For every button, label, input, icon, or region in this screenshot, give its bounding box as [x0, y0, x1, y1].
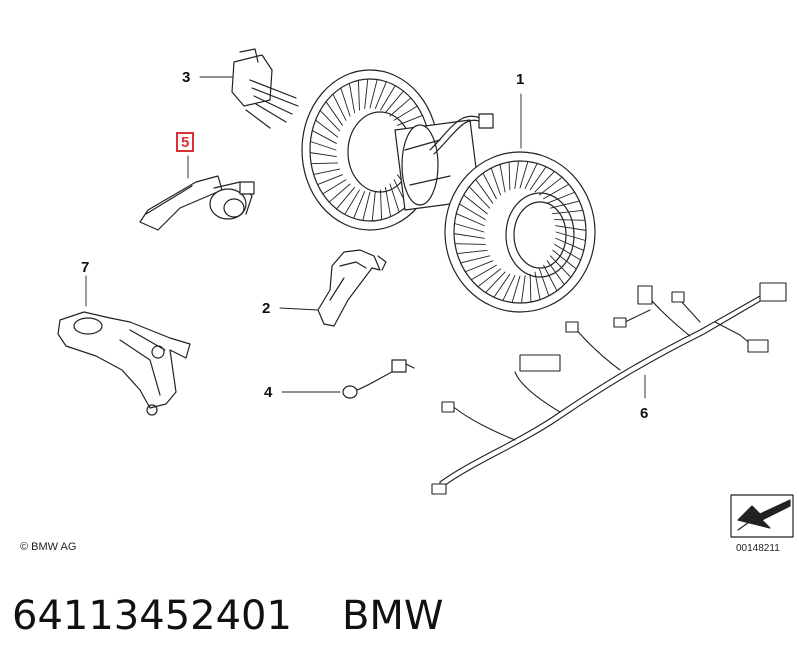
leader-lines	[85, 76, 646, 399]
footer: 64113452401 BMW	[12, 586, 443, 646]
callout-5: 5	[176, 132, 195, 152]
callout-1: 1	[516, 71, 525, 88]
parts-diagram: 3 1 5 7 2 4 6 © BMW AG 00148211	[20, 48, 794, 554]
callout-3: 3	[182, 69, 191, 86]
callout-2: 2	[262, 300, 271, 317]
orientation-symbol-icon	[730, 494, 794, 538]
bracket-part	[57, 311, 191, 416]
part-number: 64113452401	[12, 593, 292, 639]
exploded-view-drawing	[57, 48, 794, 538]
brand-name: BMW	[341, 593, 444, 639]
wiring-harness-part	[431, 282, 787, 495]
actuator-part	[139, 175, 255, 231]
clip-part	[317, 249, 387, 327]
callout-6: 6	[640, 405, 649, 422]
blower-motor-part	[301, 69, 596, 313]
sensor-part	[342, 359, 415, 399]
callout-7: 7	[81, 259, 90, 276]
drawing-id: 00148211	[736, 543, 780, 554]
copyright-text: © BMW AG	[20, 541, 77, 553]
resistor-part	[231, 48, 299, 129]
callout-4: 4	[264, 384, 273, 401]
